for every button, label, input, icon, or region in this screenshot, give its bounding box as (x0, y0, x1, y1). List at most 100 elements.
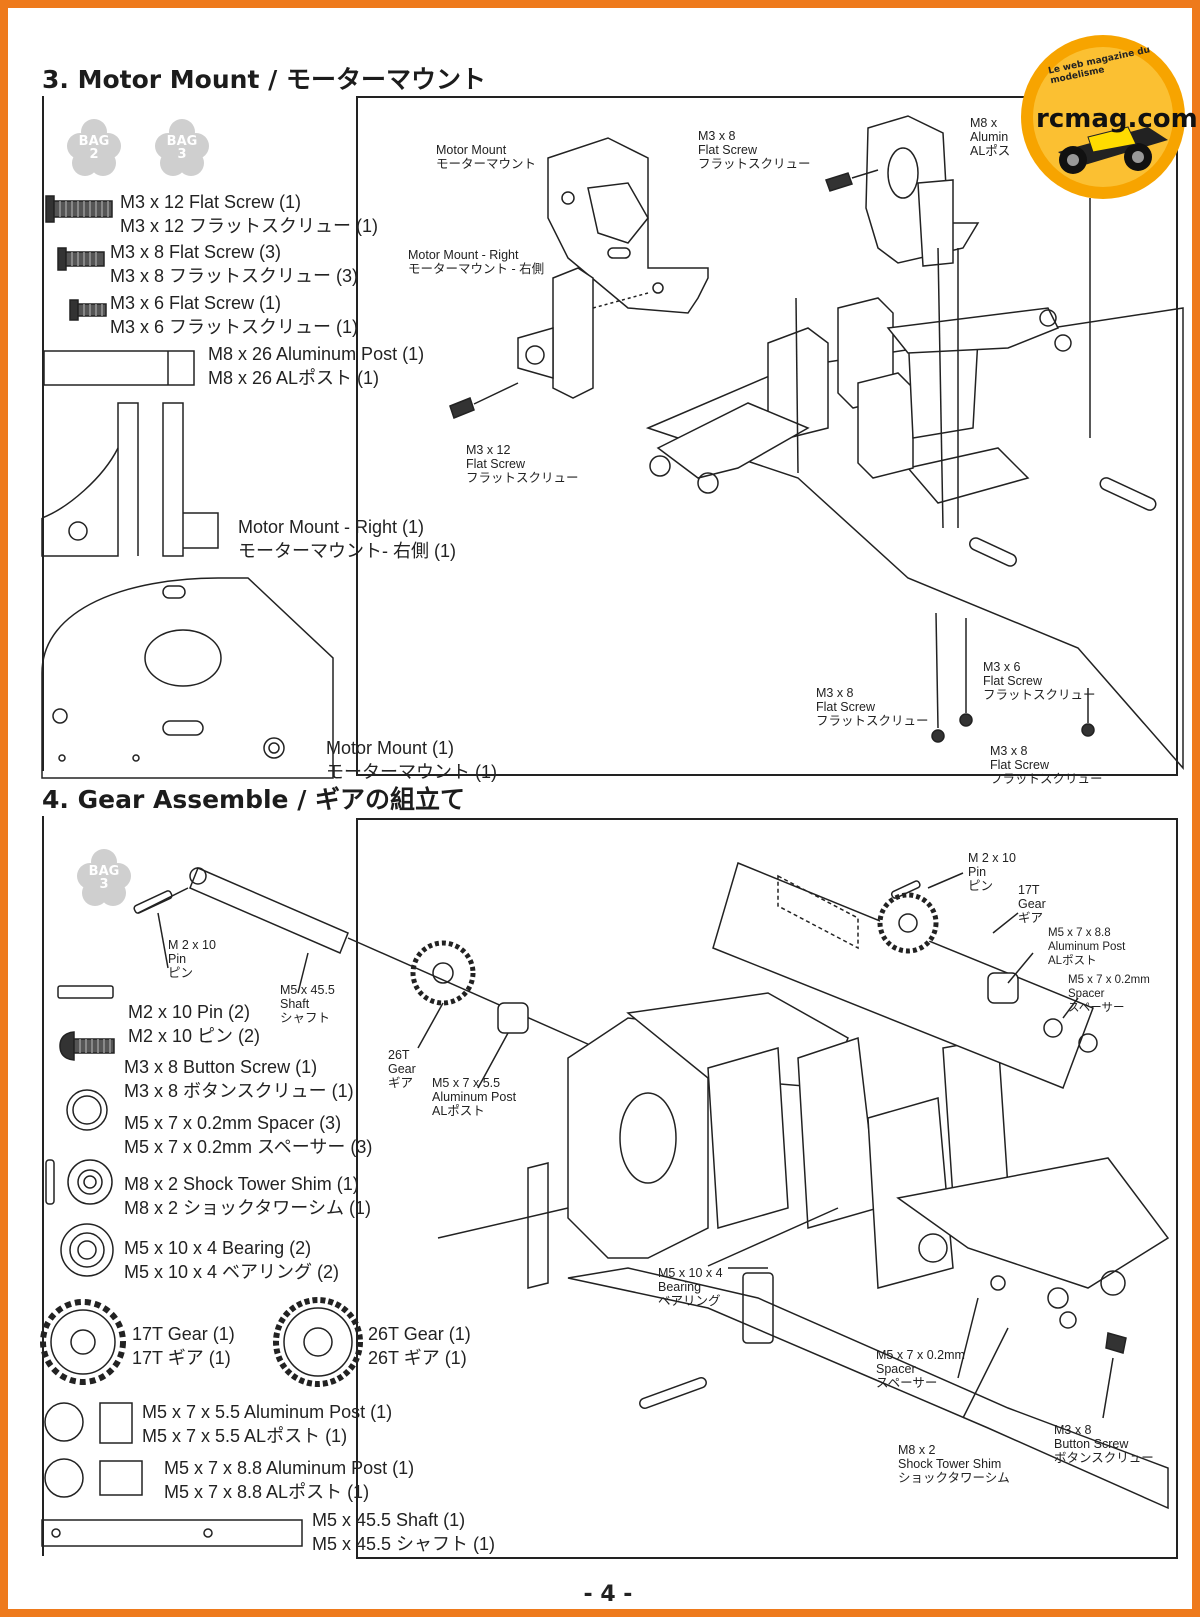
part-name-en: 26T Gear (1) (368, 1324, 471, 1344)
callout-line: ピン (168, 966, 194, 980)
callout-line: スペーサー (1068, 1002, 1125, 1014)
motor-mount-right-icon (41, 402, 219, 557)
part-name-jp: モーターマウント- 右側 (1) (238, 541, 456, 561)
section3-diagram-frame (356, 96, 1178, 776)
m3x8-button-screw-icon (59, 1031, 115, 1061)
part-label: Motor Mount - Right (1)モーターマウント- 右側 (1) (238, 515, 456, 563)
part-name-jp: M3 x 12 フラットスクリュー (1) (120, 216, 379, 236)
callout-line: スペーサー (876, 1376, 938, 1390)
part-label: M5 x 45.5 Shaft (1) M5 x 45.5 シャフト (1) (312, 1508, 495, 1556)
part-name-jp: M5 x 7 x 8.8 ALポスト (1) (164, 1482, 370, 1502)
bag-number: 3 (99, 877, 109, 892)
part-name-jp: M3 x 8 ボタンスクリュー (1) (124, 1081, 354, 1101)
part-name-jp: 17T ギア (1) (132, 1348, 231, 1368)
logo-site: rcmag.com (1036, 104, 1198, 134)
bearing-icon (60, 1223, 114, 1277)
callout-line: 17T (1018, 883, 1040, 897)
callout-line: M8 x 2 (898, 1443, 936, 1457)
callout-line: M5 x 7 x 5.5 (432, 1076, 501, 1090)
callout-line: ボタンスクリュー (1054, 1451, 1154, 1465)
callout-line: ギア (388, 1076, 414, 1090)
callout-line: M5 x 7 x 0.2mm (1068, 974, 1150, 986)
callout-line: フラットスクリュー (983, 688, 1096, 702)
part-name-jp: M8 x 2 ショックタワーシム (1) (124, 1198, 371, 1218)
callout-line: M3 x 6 (983, 660, 1021, 674)
post88-icon (44, 1458, 143, 1498)
callout-line: Pin (168, 952, 187, 966)
motor-mount-plate-icon (41, 577, 334, 779)
m3x6-flat-screw-icon (69, 299, 107, 321)
part-name-jp: M5 x 45.5 シャフト (1) (312, 1534, 496, 1554)
callout-line: Flat Screw (816, 700, 876, 714)
part-name-en: M5 x 10 x 4 Bearing (2) (124, 1238, 312, 1258)
callout-line: M 2 x 10 (168, 938, 216, 952)
callout-line: Pin (968, 865, 987, 879)
gear26-icon (273, 1297, 363, 1387)
m8x26-aluminum-post-icon (43, 350, 195, 386)
part-name-en: M2 x 10 Pin (2) (128, 1002, 251, 1022)
part-name-jp: モーターマウント (1) (326, 762, 497, 782)
callout-line: Motor Mount - Right (408, 248, 519, 262)
part-label: Motor Mount (1) モーターマウント (1) (326, 736, 497, 784)
callout-line: Flat Screw (983, 674, 1043, 688)
part-name-en: M5 x 7 x 5.5 Aluminum Post (1) (142, 1402, 393, 1422)
callout-line: ALポスト (1048, 955, 1097, 967)
part-label: M5 x 7 x 5.5 Aluminum Post (1) M5 x 7 x 5… (142, 1400, 392, 1448)
callout-line: Flat Screw (990, 758, 1050, 772)
part-label: M3 x 8 Button Screw (1) M3 x 8 ボタンスクリュー (… (124, 1055, 354, 1103)
part-label: M5 x 10 x 4 Bearing (2)M5 x 10 x 4 ベアリング… (124, 1236, 339, 1284)
bag-label: BAG (88, 864, 120, 879)
part-label: 26T Gear (1)26T ギア (1) (368, 1322, 471, 1370)
callout-line: ピン (968, 879, 994, 893)
section4-diagram-frame (356, 818, 1178, 1559)
callout-line: M5 x 7 x 0.2mm (876, 1348, 965, 1362)
part-name-en: M3 x 6 Flat Screw (1) (110, 293, 282, 313)
callout-line: ショックタワーシム (898, 1471, 1010, 1485)
part-name-jp: M5 x 7 x 5.5 ALポスト (1) (142, 1426, 348, 1446)
section4-exploded-view (133, 861, 1170, 1510)
part-name-jp: M3 x 8 フラットスクリュー (3) (110, 266, 359, 286)
part-label: 17T Gear (1)17T ギア (1) (132, 1322, 235, 1370)
callout-line: シャフト (280, 1011, 331, 1025)
part-label: M5 x 7 x 8.8 Aluminum Post (1)M5 x 7 x 8… (164, 1456, 414, 1504)
callout-line: M3 x 8 (1054, 1423, 1092, 1437)
page-number: - 4 - (583, 1582, 633, 1607)
callout-line: M5 x 7 x 8.8 (1048, 927, 1111, 939)
part-name-jp: M8 x 26 ALポスト (1) (208, 368, 380, 388)
part-label: M3 x 12 Flat Screw (1)M3 x 12 フラットスクリュー … (120, 190, 378, 238)
gear17-icon (40, 1299, 126, 1385)
callout-line: Shaft (280, 997, 310, 1011)
part-name-en: M3 x 8 Button Screw (1) (124, 1057, 318, 1077)
shaft-icon (41, 1519, 303, 1547)
section3-left-rule (42, 96, 44, 771)
callout-line: Spacer (1068, 988, 1105, 1000)
section3-title: 3. Motor Mount / モーターマウント (42, 65, 486, 94)
section4-title: 4. Gear Assemble / ギアの組立て (42, 785, 466, 814)
part-name-en: M5 x 45.5 Shaft (1) (312, 1510, 466, 1530)
callout-line: フラットスクリュー (698, 157, 811, 171)
shim-icon (45, 1159, 113, 1205)
bag-number: 3 (177, 147, 187, 162)
callout-line: ALポスト (432, 1104, 485, 1118)
part-name-en: Motor Mount (1) (326, 738, 455, 758)
callout-line: Shock Tower Shim (898, 1457, 1002, 1471)
rcmag-logo: rcmag.com Le web magazine du modelisme (1018, 32, 1198, 202)
callout-line: モーターマウント - 右側 (408, 262, 545, 276)
callout-line: M3 x 12 (466, 443, 511, 457)
part-label: M8 x 2 Shock Tower Shim (1)M8 x 2 ショックタワ… (124, 1172, 371, 1220)
